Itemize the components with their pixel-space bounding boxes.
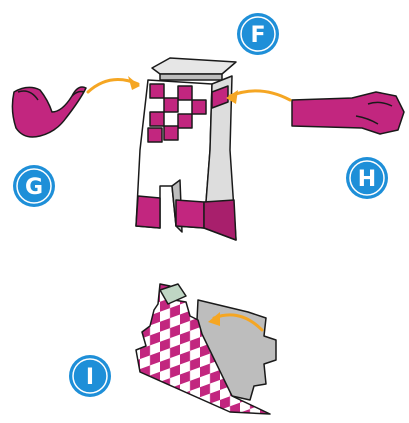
arrow-right-to-body bbox=[230, 91, 290, 100]
badge-h-label: H bbox=[358, 167, 376, 192]
left-arm-piece bbox=[12, 87, 86, 137]
badge-h: H bbox=[346, 157, 388, 199]
badge-f: F bbox=[237, 13, 279, 55]
badge-g: G bbox=[13, 165, 55, 207]
folded-panel-piece bbox=[136, 284, 276, 414]
badge-f-label: F bbox=[250, 23, 265, 48]
right-arm-piece bbox=[292, 92, 404, 134]
badge-g-label: G bbox=[25, 175, 43, 200]
body-top-lid bbox=[152, 58, 236, 74]
body-leg-left-cuff bbox=[136, 196, 160, 228]
body-piece bbox=[136, 58, 236, 240]
body-leg-right-cuff bbox=[176, 200, 204, 228]
badge-i-label: I bbox=[86, 365, 94, 390]
badge-i: I bbox=[69, 355, 111, 397]
